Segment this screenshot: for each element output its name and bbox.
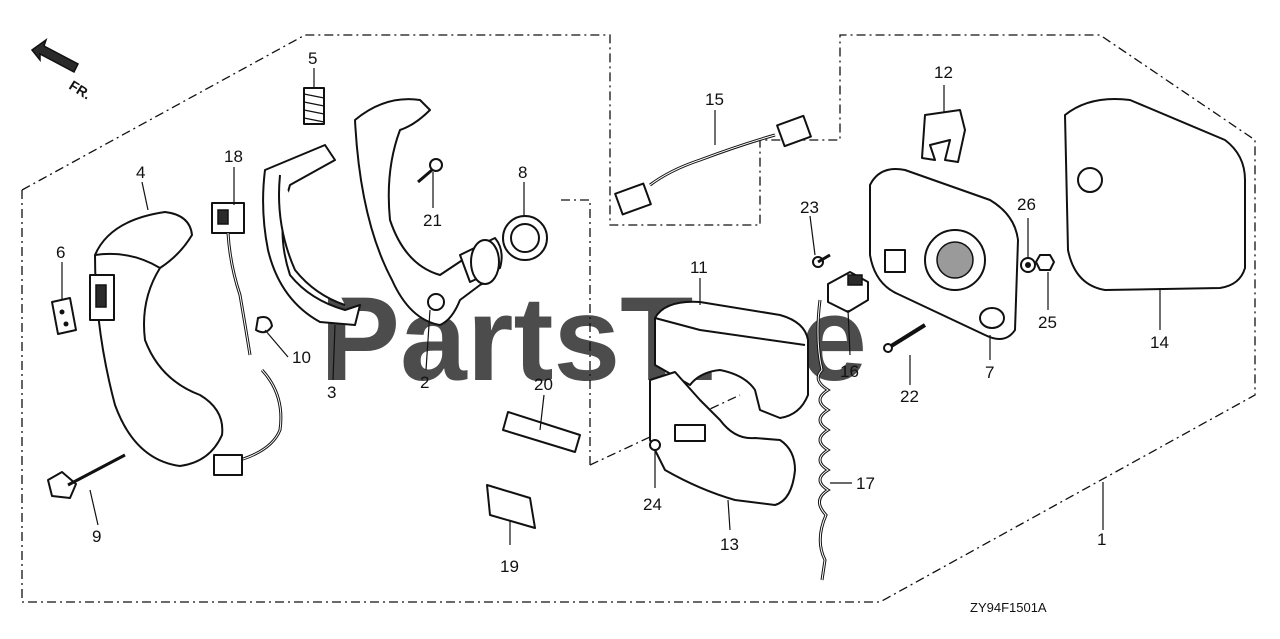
part-screw-24 — [649, 439, 661, 451]
part-switch — [827, 271, 869, 313]
part-bracket — [921, 109, 966, 163]
callout-21: 21 — [423, 211, 442, 230]
part-label-strip — [502, 411, 581, 453]
callout-24: 24 — [643, 495, 662, 514]
callout-6: 6 — [56, 243, 65, 262]
front-label: FR. — [66, 77, 94, 103]
callout-3: 3 — [327, 383, 336, 402]
callout-7: 7 — [985, 363, 994, 382]
callout-14: 14 — [1150, 333, 1169, 352]
part-nut — [1035, 254, 1055, 271]
callout-12: 12 — [934, 63, 953, 82]
callout-8: 8 — [518, 163, 527, 182]
callout-19: 19 — [500, 557, 519, 576]
part-screw-21 — [417, 158, 443, 184]
part-small-plate — [51, 297, 77, 335]
callout-1: 1 — [1097, 530, 1106, 549]
callout-17: 17 — [856, 474, 875, 493]
part-screw-23 — [812, 253, 831, 268]
part-grip-cover-inner — [262, 144, 361, 326]
callout-23: 23 — [800, 198, 819, 217]
part-wire-harness — [614, 114, 812, 216]
figure-code: ZY94F1501A — [970, 600, 1047, 615]
part-spring — [303, 87, 325, 125]
callout-13: 13 — [720, 535, 739, 554]
callout-9: 9 — [92, 527, 101, 546]
callout-18: 18 — [224, 147, 243, 166]
callout-4: 4 — [136, 163, 145, 182]
part-bolt — [883, 323, 927, 353]
part-clip — [255, 316, 273, 334]
callout-2: 2 — [420, 373, 429, 392]
leader-lines — [61, 68, 1161, 545]
part-label-sheet — [486, 484, 536, 529]
callout-20: 20 — [534, 375, 553, 394]
part-back-plate — [869, 168, 1019, 340]
callout-25: 25 — [1038, 313, 1057, 332]
callout-15: 15 — [705, 90, 724, 109]
callout-26: 26 — [1017, 195, 1036, 214]
part-grip-housing-left — [89, 211, 224, 467]
part-back-cover — [1064, 98, 1246, 291]
callout-16: 16 — [840, 362, 859, 381]
callout-11: 11 — [690, 258, 708, 277]
callout-numbers: 1 2 3 4 5 6 7 8 9 10 11 12 13 14 15 16 1… — [56, 49, 1169, 576]
part-pin — [47, 453, 126, 499]
front-direction-arrow: FR. — [30, 38, 94, 103]
part-switch-wire — [211, 202, 283, 476]
part-handle-body — [354, 98, 503, 326]
callout-10: 10 — [292, 348, 311, 367]
part-ring — [502, 215, 548, 261]
part-washer — [1020, 257, 1036, 273]
callout-22: 22 — [900, 387, 919, 406]
part-lower-cover — [649, 371, 796, 506]
callout-5: 5 — [308, 49, 317, 68]
part-coiled-cord — [816, 299, 831, 581]
